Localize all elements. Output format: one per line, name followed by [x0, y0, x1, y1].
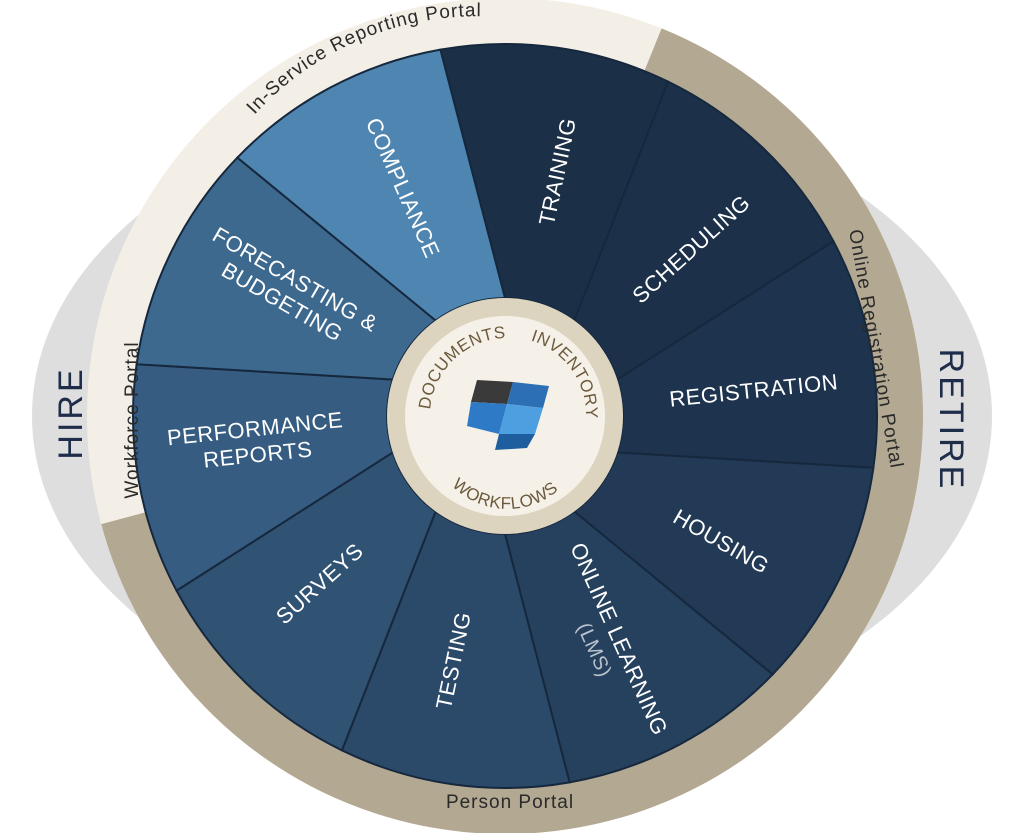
- segments-group: [132, 43, 878, 789]
- portal-label-left: Workforce Portal: [122, 341, 143, 498]
- segment-performance: [132, 363, 395, 593]
- segment-compliance: [235, 48, 507, 322]
- side-label-hire: HIRE: [52, 366, 90, 459]
- segment-online-learning: [503, 510, 775, 784]
- portal-label-bottom: Person Portal: [446, 792, 574, 813]
- segment-training: [439, 43, 670, 323]
- segment-forecasting: [135, 156, 438, 381]
- segment-scheduling: [573, 80, 835, 382]
- side-label-retire: RETIRE: [932, 349, 970, 492]
- segment-surveys: [175, 450, 437, 752]
- cube-logo-icon: [467, 380, 549, 450]
- segment-registration: [615, 239, 878, 469]
- segment-housing: [572, 451, 875, 676]
- segment-testing: [340, 509, 571, 789]
